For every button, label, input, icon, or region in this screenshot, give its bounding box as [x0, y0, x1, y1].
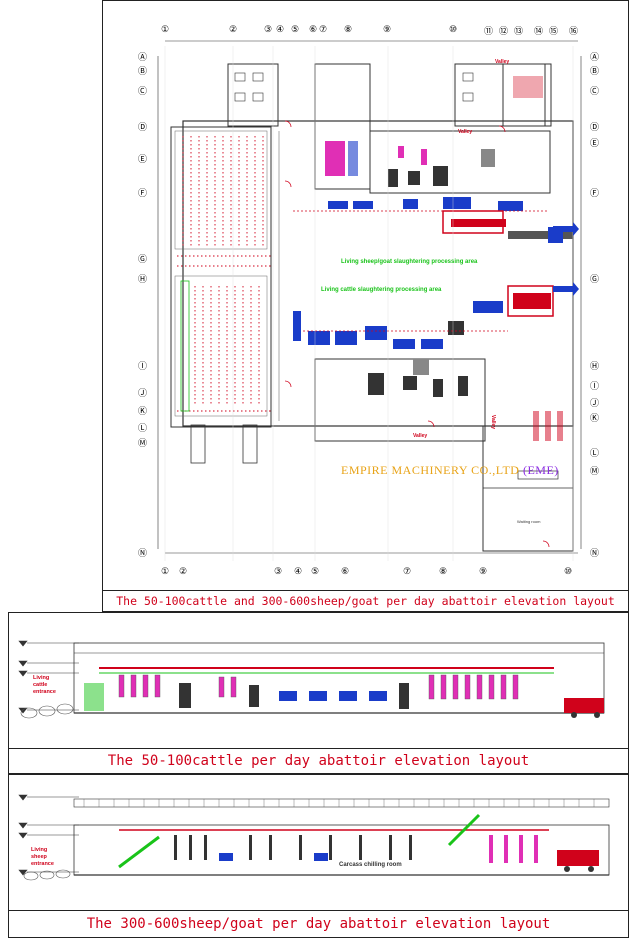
sheep-entrance-label: Living sheep entrance [31, 847, 54, 867]
grid-label: Ⓜ [590, 466, 600, 476]
grid-label: Ⓗ [590, 361, 600, 371]
cattle-elevation-drawing [18, 640, 605, 719]
grid-label: ① [161, 24, 170, 34]
plan-caption: The 50-100cattle and 300-600sheep/goat p… [103, 590, 628, 611]
grid-label: ⑧ [439, 566, 448, 576]
grid-label: Ⓘ [138, 361, 148, 371]
grid-label: ⑤ [311, 566, 320, 576]
waiting-room-label: Waiting room [517, 519, 541, 524]
grid-label: ⑯ [569, 26, 579, 36]
grid-axis-left: Ⓐ Ⓑ Ⓒ Ⓓ Ⓔ Ⓕ Ⓖ Ⓗ Ⓘ Ⓙ Ⓚ Ⓛ Ⓜ Ⓝ [138, 46, 152, 558]
sheep-elevation-panel: Living sheep entrance Carcass chilling r… [8, 774, 629, 938]
sheep-area-label: Living sheep/goat slaughtering processin… [341, 259, 478, 265]
grid-label: ① [161, 566, 170, 576]
grid-label: Ⓜ [138, 438, 148, 448]
grid-axis-top: ① ② ③ ④ ⑤ ⑥ ⑦ ⑧ ⑨ ⑩ ⑪ ⑫ ⑬ ⑭ ⑮ ⑯ [161, 24, 581, 36]
grid-label: ⑬ [514, 26, 524, 36]
grid-label: ⑩ [449, 24, 458, 34]
grid-label: Ⓑ [138, 66, 148, 76]
grid-label: Ⓚ [138, 406, 148, 416]
grid-label: ⑥ [309, 24, 318, 34]
grid-label: ⑦ [403, 566, 412, 576]
grid-label: ④ [276, 24, 285, 34]
grid-label: ⑧ [344, 24, 353, 34]
valley-label: Valley [490, 414, 497, 430]
grid-label: ⑨ [479, 566, 488, 576]
grid-label: ⑭ [534, 26, 544, 36]
grid-label: ④ [294, 566, 303, 576]
grid-label: ⑫ [499, 26, 509, 36]
grid-label: ⑤ [291, 24, 300, 34]
valley-label: Valley [458, 129, 473, 135]
grid-label: ⑮ [549, 26, 559, 36]
grid-label: Ⓘ [590, 381, 600, 391]
grid-label: Ⓝ [138, 548, 148, 558]
grid-label: Ⓚ [590, 413, 600, 423]
grid-axis-bottom: ① ② ③ ④ ⑤ ⑥ ⑦ ⑧ ⑨ ⑩ [161, 566, 581, 578]
carcass-chilling-label: Carcass chilling room [339, 862, 402, 868]
grid-label: Ⓙ [138, 388, 148, 398]
grid-label: Ⓛ [138, 423, 148, 433]
grid-label: Ⓗ [138, 274, 148, 284]
grid-label: Ⓐ [590, 52, 600, 62]
valley-label: Valley [413, 433, 428, 439]
grid-label: Ⓕ [590, 188, 600, 198]
grid-label: Ⓓ [590, 122, 600, 132]
plan-panel: ① ② ③ ④ ⑤ ⑥ ⑦ ⑧ ⑨ ⑩ ⑪ ⑫ ⑬ ⑭ ⑮ ⑯ ① ② ③ ④ … [102, 0, 629, 612]
grid-label: Ⓓ [138, 122, 148, 132]
cattle-elevation-panel: Living cattle entrance The 50-100cattle … [8, 612, 629, 774]
sheep-elevation-caption: The 300-600sheep/goat per day abattoir e… [9, 910, 628, 937]
grid-label: ⑪ [484, 26, 494, 36]
grid-label: Ⓒ [138, 86, 148, 96]
grid-label: ⑦ [319, 24, 328, 34]
grid-label: Ⓐ [138, 52, 148, 62]
grid-label: Ⓛ [590, 448, 600, 458]
grid-label: Ⓖ [590, 274, 600, 284]
grid-label: ⑥ [341, 566, 350, 576]
grid-label: ⑨ [383, 24, 392, 34]
grid-axis-right: Ⓐ Ⓑ Ⓒ Ⓓ Ⓔ Ⓕ Ⓖ Ⓗ Ⓘ Ⓙ Ⓚ Ⓛ Ⓜ Ⓝ [590, 46, 604, 558]
grid-label: ⑩ [564, 566, 573, 576]
sheep-elevation-drawing [18, 794, 610, 881]
grid-label: Ⓑ [590, 66, 600, 76]
grid-label: Ⓔ [138, 154, 148, 164]
cattle-elevation-caption: The 50-100cattle per day abattoir elevat… [9, 748, 628, 773]
grid-label: Ⓕ [138, 188, 148, 198]
valley-label: Valley [495, 59, 510, 65]
grid-label: Ⓙ [590, 398, 600, 408]
grid-label: Ⓖ [138, 254, 148, 264]
watermark: EMPIRE MACHINERY CO.,LTD (EME) [341, 463, 559, 478]
grid-label: ② [179, 566, 188, 576]
grid-label: Ⓝ [590, 548, 600, 558]
grid-label: ② [229, 24, 238, 34]
grid-label: ③ [274, 566, 283, 576]
watermark-main: EMPIRE MACHINERY CO.,LTD [341, 463, 520, 477]
grid-label: Ⓔ [590, 138, 600, 148]
watermark-suffix: (EME) [522, 463, 559, 477]
grid-label: Ⓒ [590, 86, 600, 96]
plan-drawing [157, 40, 582, 561]
cattle-area-label: Living cattle slaughtering processing ar… [321, 287, 442, 293]
cattle-entrance-label: Living cattle entrance [33, 675, 56, 695]
grid-label: ③ [264, 24, 273, 34]
